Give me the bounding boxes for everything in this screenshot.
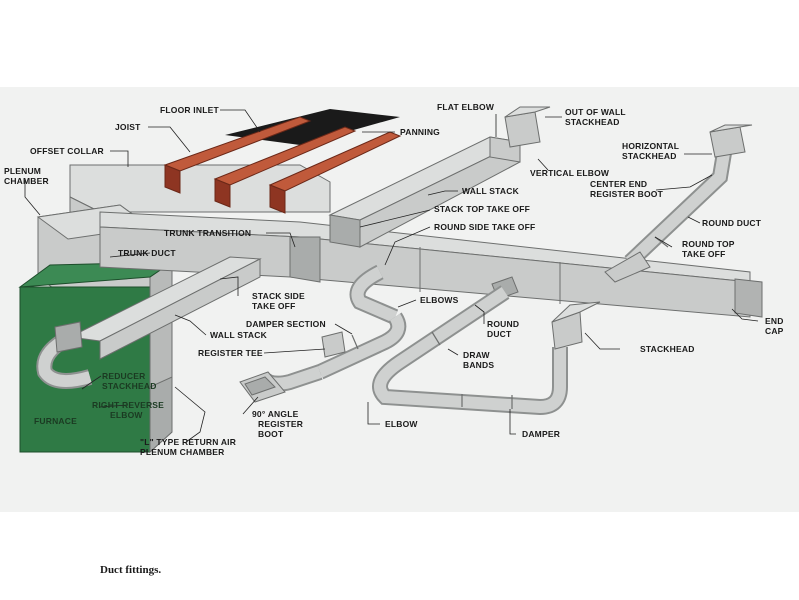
label-wall-stack-2: WALL STACK <box>210 330 268 340</box>
label-end: END <box>765 316 784 326</box>
damper-section <box>351 334 359 350</box>
diagram-canvas: FLOOR INLET JOIST PANNING OFFSET COLLAR … <box>4 102 784 457</box>
label-flat-elbow: FLAT ELBOW <box>437 102 495 112</box>
label-offset-collar: OFFSET COLLAR <box>30 146 104 156</box>
label-horizontal-stackhead: STACKHEAD <box>622 151 677 161</box>
label-out-of-wall: OUT OF WALL <box>565 107 626 117</box>
label-panning: PANNING <box>400 127 440 137</box>
label-draw: DRAW <box>463 350 491 360</box>
label-cap: CAP <box>765 326 784 336</box>
label-elbows: ELBOWS <box>420 295 459 305</box>
labels: FLOOR INLET JOIST PANNING OFFSET COLLAR … <box>4 102 784 457</box>
label-reducer: REDUCER <box>102 371 145 381</box>
round-top-take-off <box>604 251 651 283</box>
label-stack-top-take-off: STACK TOP TAKE OFF <box>434 204 530 214</box>
label-round-side-take-off: ROUND SIDE TAKE OFF <box>434 222 535 232</box>
label-register: REGISTER <box>258 419 303 429</box>
label-floor-inlet: FLOOR INLET <box>160 105 219 115</box>
stack-top-take-off <box>329 214 361 248</box>
label-center-end: CENTER END <box>590 179 647 189</box>
label-wall-stack: WALL STACK <box>462 186 520 196</box>
caption-background <box>0 557 94 597</box>
joists <box>163 116 402 214</box>
leader-lines <box>24 109 759 443</box>
label-furnace: FURNACE <box>34 416 77 426</box>
label-plenum-chamber: PLENUM CHAMBER <box>140 447 225 457</box>
reducer-stackhead <box>54 321 83 353</box>
label-trunk-duct: TRUNK DUCT <box>118 248 176 258</box>
label-round-duct-right: ROUND DUCT <box>702 218 762 228</box>
label-out-of-wall-stackhead: STACKHEAD <box>565 117 620 127</box>
label-reducer-stackhead: STACKHEAD <box>102 381 157 391</box>
label-register-boot: REGISTER BOOT <box>590 189 664 199</box>
label-stack-side: STACK SIDE <box>252 291 305 301</box>
label-vertical-elbow: VERTICAL ELBOW <box>530 168 610 178</box>
draw-bands <box>431 331 441 346</box>
label-right-reverse: RIGHT REVERSE <box>92 400 164 410</box>
label-round-top: ROUND TOP <box>682 239 735 249</box>
label-round-top-take-off: TAKE OFF <box>682 249 725 259</box>
duct-fittings-diagram: FLOOR INLET JOIST PANNING OFFSET COLLAR … <box>0 87 799 597</box>
label-round-duct: DUCT <box>487 329 512 339</box>
label-right-reverse-elbow: ELBOW <box>110 410 143 420</box>
label-plenum: PLENUM <box>4 166 41 176</box>
label-damper: DAMPER <box>522 429 560 439</box>
out-of-wall-stackhead <box>504 111 541 148</box>
l-type-return-air-plenum <box>149 376 173 454</box>
register-tee <box>321 331 346 358</box>
label-chamber: CHAMBER <box>4 176 49 186</box>
label-stackhead: STACKHEAD <box>640 344 695 354</box>
label-stack-side-take-off: TAKE OFF <box>252 301 295 311</box>
label-bands: BANDS <box>463 360 494 370</box>
end-cap <box>734 278 763 318</box>
figure-caption: Duct fittings. <box>100 564 162 576</box>
label-joist: JOIST <box>115 122 141 132</box>
label-l-type-return-air: "L" TYPE RETURN AIR <box>140 437 236 447</box>
label-trunk-transition: TRUNK TRANSITION <box>164 228 251 238</box>
label-round: ROUND <box>487 319 519 329</box>
label-horizontal: HORIZONTAL <box>622 141 679 151</box>
label-90-angle: 90° ANGLE <box>252 409 299 419</box>
label-boot: BOOT <box>258 429 284 439</box>
label-elbow: ELBOW <box>385 419 418 429</box>
label-damper-section: DAMPER SECTION <box>246 319 326 329</box>
label-register-tee: REGISTER TEE <box>198 348 263 358</box>
